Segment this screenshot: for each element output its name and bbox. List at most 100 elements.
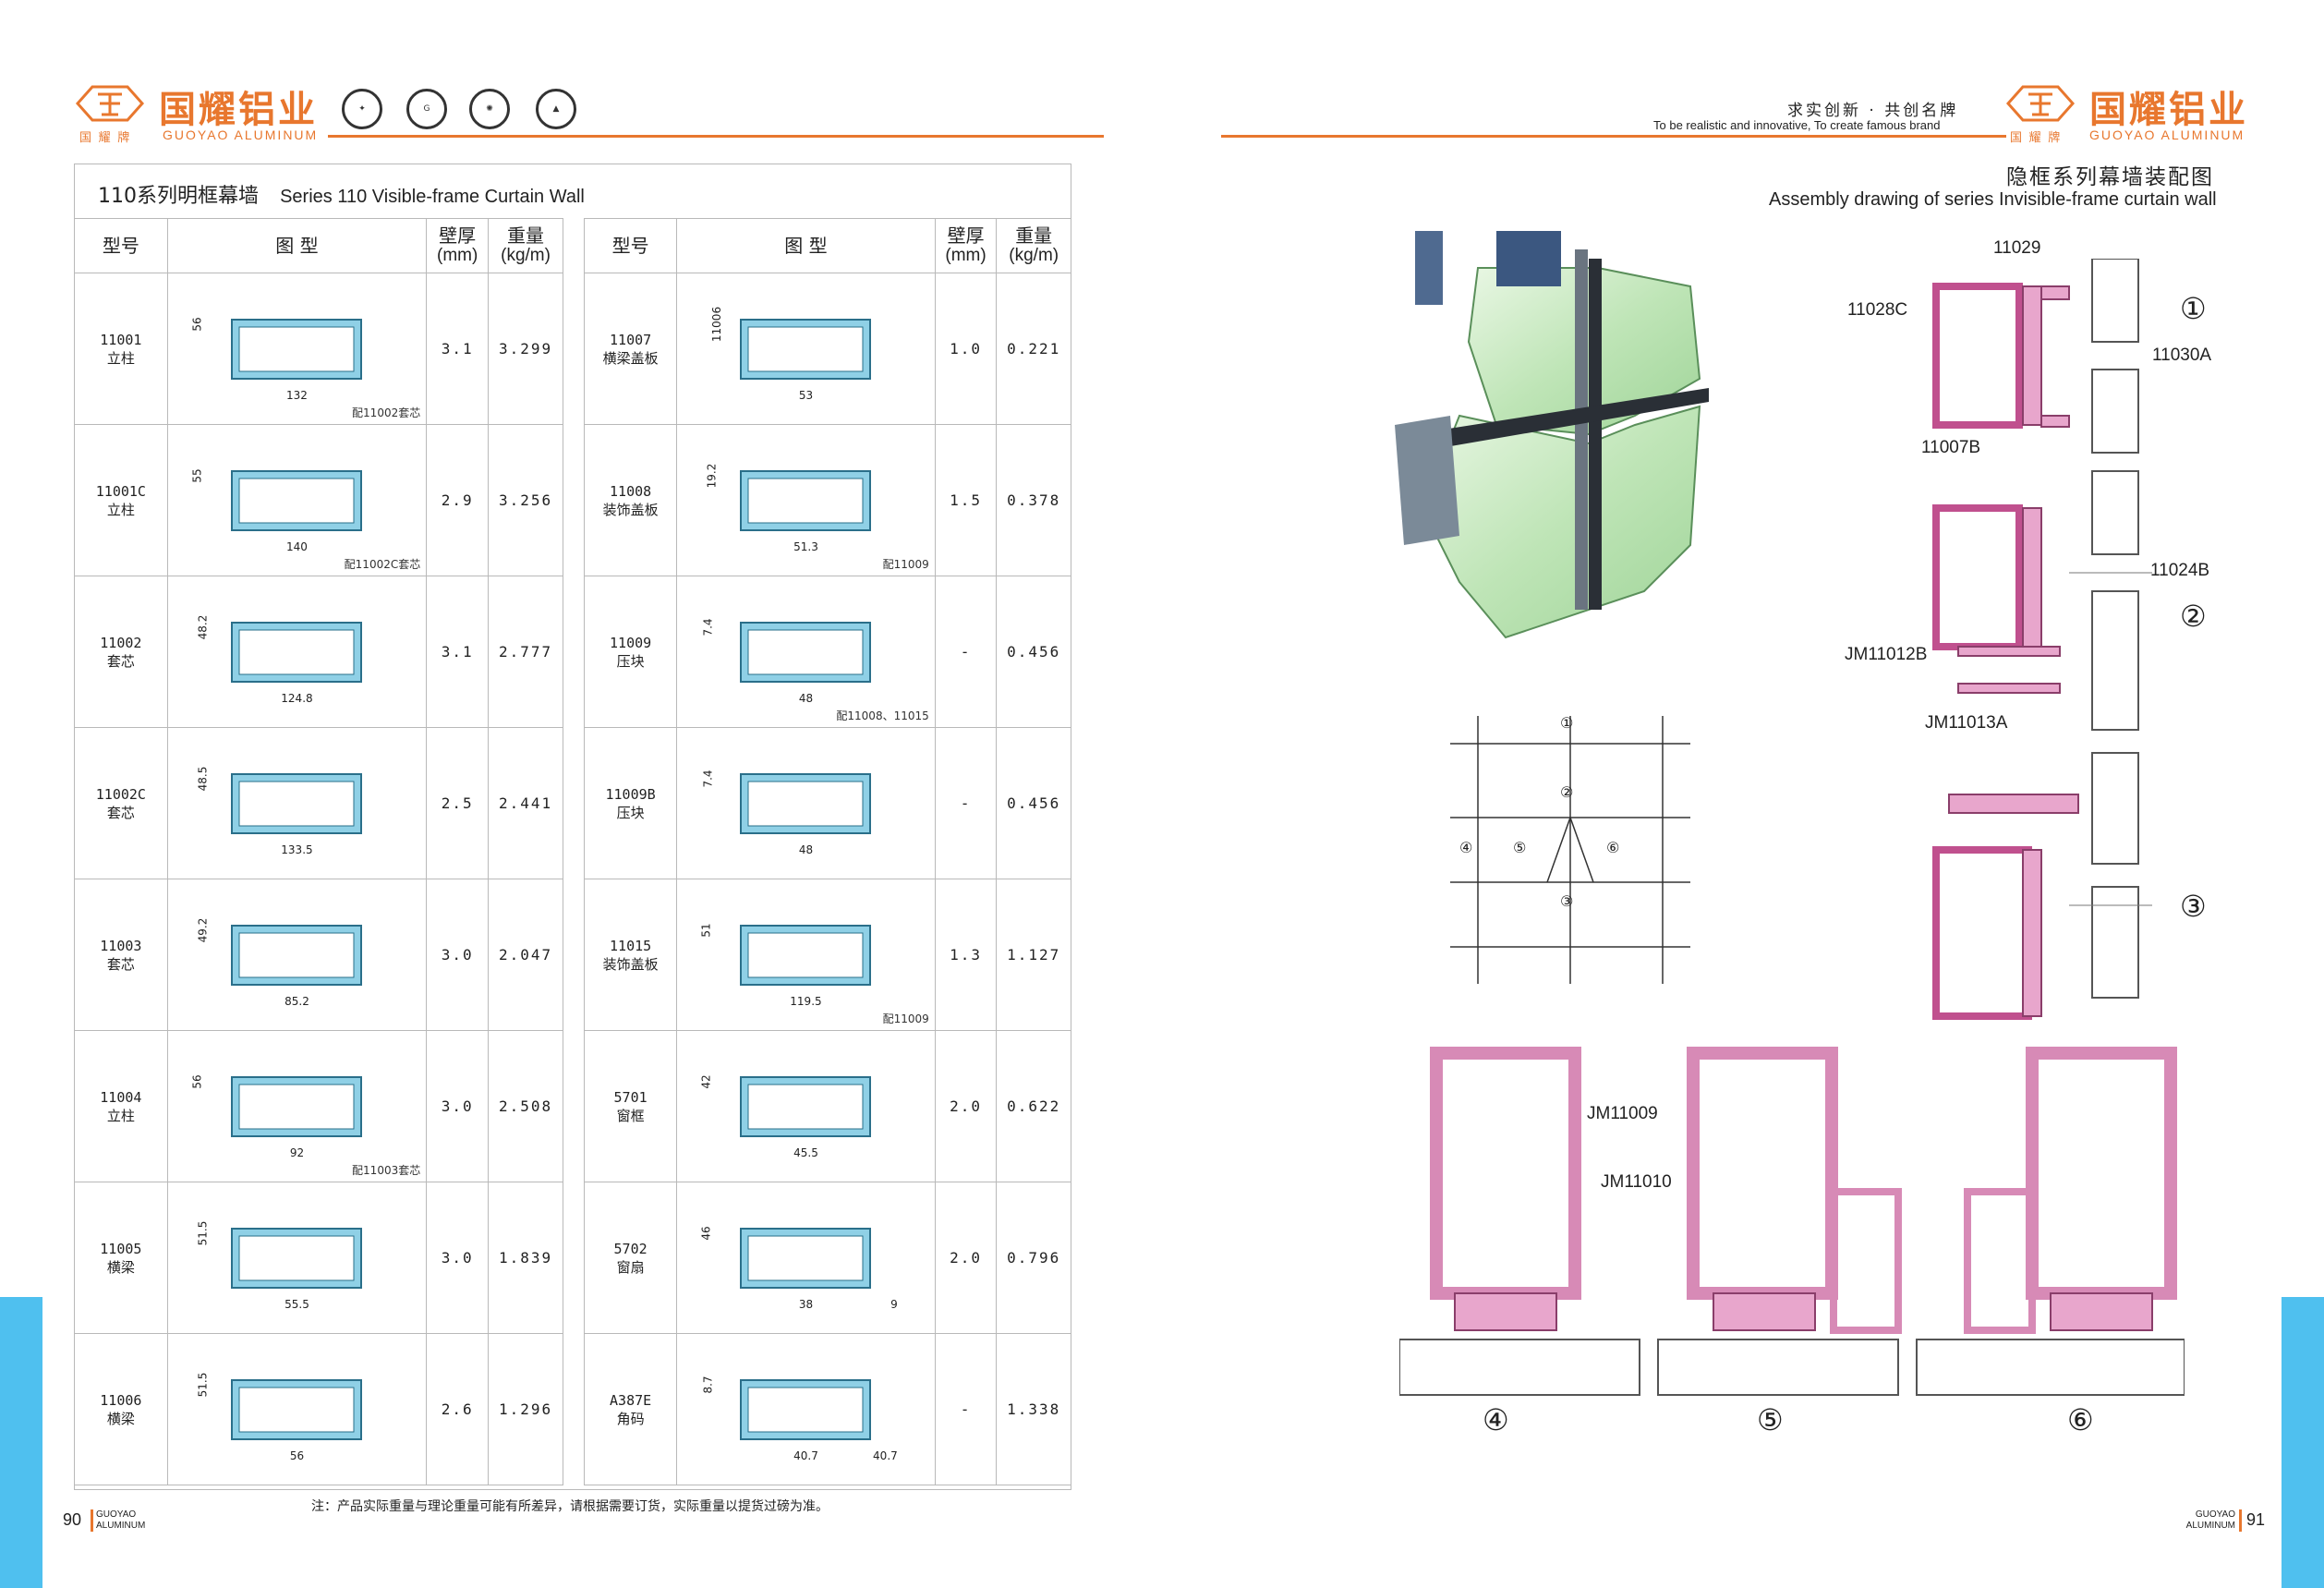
- model-code: 11001: [100, 331, 142, 348]
- grid-mark-5: ⑤: [1513, 839, 1527, 856]
- model-name: 压块: [616, 652, 645, 670]
- model-name: 立柱: [106, 501, 135, 518]
- profile-figure: [231, 772, 363, 834]
- profile-dimension: 8.7: [701, 1376, 715, 1394]
- right-footer-bar: [2239, 1509, 2242, 1532]
- model-name: 套芯: [106, 804, 135, 821]
- profile-dimension: 48: [798, 692, 814, 705]
- section-vertical-drawing: [1932, 259, 2152, 1020]
- left-brand-small-cn: 国 耀 牌: [79, 130, 132, 144]
- profile-dimension: 19.2: [705, 463, 719, 489]
- seal-3-icon: ✺: [469, 89, 510, 129]
- profile-dimension: 124.8: [281, 692, 313, 705]
- profile-dimension: 51.5: [196, 1220, 210, 1246]
- label-11024b: 11024B: [2150, 561, 2210, 580]
- model-name: 角码: [616, 1410, 645, 1427]
- profile-figure: [231, 318, 363, 380]
- label-11007b: 11007B: [1921, 438, 1981, 457]
- weight-value: 0.796: [996, 1182, 1071, 1334]
- right-slogan-cn: 求实创新 · 共创名牌: [1787, 102, 1959, 120]
- label-11028c: 11028C: [1847, 300, 1908, 320]
- right-title-cn: 隐框系列幕墙装配图: [2006, 165, 2214, 189]
- weight-value: 2.441: [488, 727, 563, 879]
- right-footer-brand-1: GUOYAO: [2195, 1509, 2235, 1520]
- left-footer-brand: GUOYAO ALUMINUM: [96, 1509, 145, 1532]
- model-code: 11001C: [95, 482, 146, 500]
- profile-dimension: 85.2: [284, 995, 309, 1008]
- profile-figure: [740, 1227, 872, 1289]
- profile-dimension: 48: [798, 843, 814, 856]
- weight-value: 2.508: [488, 1030, 563, 1182]
- header-weight: 重量(kg/m): [996, 218, 1071, 273]
- label-jm11012b: JM11012B: [1845, 645, 1928, 664]
- table-title-en: Series 110 Visible-frame Curtain Wall: [280, 187, 585, 207]
- profile-figure: [740, 1378, 872, 1440]
- model-name: 横梁盖板: [602, 349, 659, 367]
- profile-dimension: 56: [190, 1074, 204, 1089]
- profile-note: 配11009: [882, 558, 929, 571]
- right-logo: [2004, 81, 2076, 126]
- weight-value: 0.456: [996, 576, 1071, 728]
- profile-figure: [740, 621, 872, 683]
- left-brand-cn: 国耀铝业: [159, 89, 318, 131]
- grid-mark-1: ①: [1560, 714, 1574, 732]
- profile-dimension: 38: [798, 1298, 814, 1311]
- section-mark-5: ⑤: [1757, 1402, 1784, 1437]
- left-footer-brand-2: ALUMINUM: [96, 1521, 146, 1531]
- section-mark-3: ③: [2180, 889, 2207, 924]
- left-footer-bar: [91, 1509, 93, 1532]
- thickness-value: 3.0: [426, 1030, 490, 1182]
- thickness-value: 3.1: [426, 273, 490, 425]
- header-model: 型号: [583, 218, 678, 273]
- right-brand-cn: 国耀铝业: [2089, 89, 2248, 131]
- section-mark-2: ②: [2180, 599, 2207, 634]
- thickness-value: 2.0: [934, 1182, 998, 1334]
- thickness-value: 2.9: [426, 424, 490, 576]
- model-name: 压块: [616, 804, 645, 821]
- thickness-value: -: [934, 576, 998, 728]
- profile-note: 配11009: [882, 1012, 929, 1025]
- profile-figure: [740, 318, 872, 380]
- profile-note: 配11002C套芯: [344, 558, 421, 571]
- label-jm11013a: JM11013A: [1925, 713, 2008, 733]
- model-name: 窗框: [616, 1107, 645, 1124]
- left-page-number: 90: [63, 1510, 82, 1529]
- thickness-value: 3.1: [426, 576, 490, 728]
- model-code: 11003: [100, 937, 142, 954]
- curtain-wall-3d-rendering: [1395, 231, 1709, 639]
- section-mark-4: ④: [1483, 1402, 1509, 1437]
- model-code: 11007: [610, 331, 652, 348]
- right-slogan-en: To be realistic and innovative, To creat…: [1653, 118, 1941, 132]
- profile-dimension: 46: [699, 1226, 713, 1241]
- model-code: 11002C: [95, 785, 146, 803]
- header-thickness: 壁厚(mm): [934, 218, 998, 273]
- weight-value: 2.777: [488, 576, 563, 728]
- section-mark-1: ①: [2180, 291, 2207, 326]
- weight-value: 0.622: [996, 1030, 1071, 1182]
- profile-dimension: 9: [890, 1298, 898, 1311]
- profile-dimension: 140: [286, 540, 308, 553]
- profile-figure: [740, 469, 872, 531]
- left-side-tab: [0, 1297, 42, 1588]
- profile-dimension: 49.2: [196, 917, 210, 943]
